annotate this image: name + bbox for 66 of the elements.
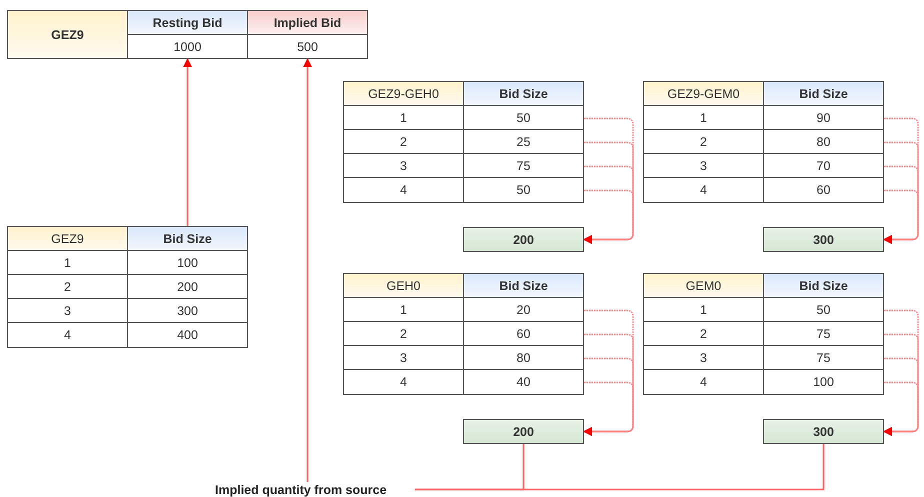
- table-cell: 2: [643, 321, 764, 347]
- table-cell: 100: [763, 369, 884, 395]
- table-cell: 70: [763, 153, 884, 179]
- table-cell: 4: [343, 369, 464, 395]
- column-header: Bid Size: [463, 273, 584, 299]
- table-cell: 3: [643, 153, 764, 179]
- table-cell: 100: [127, 250, 248, 276]
- table-cell: 1: [7, 250, 128, 276]
- total-cell: 300: [763, 227, 884, 252]
- dotted-arrow: [583, 382, 634, 436]
- table-cell: 80: [763, 129, 884, 155]
- table-cell: 3: [343, 345, 464, 371]
- header-cell: Resting Bid: [127, 10, 248, 35]
- total-cell: 200: [463, 227, 584, 252]
- table-cell: 80: [463, 345, 584, 371]
- dotted-arrow: [583, 190, 634, 244]
- table-cell: 2: [7, 274, 128, 300]
- table-cell: 60: [463, 321, 584, 347]
- column-header: Bid Size: [463, 81, 584, 107]
- table-cell: 1: [343, 105, 464, 131]
- value-cell: 500: [247, 34, 368, 59]
- column-header: GEZ9: [7, 226, 128, 252]
- column-header: Bid Size: [127, 226, 248, 252]
- table-cell: 2: [643, 129, 764, 155]
- table-cell: 2: [343, 129, 464, 155]
- table-cell: 50: [763, 297, 884, 323]
- caption-text: Implied quantity from source: [215, 482, 415, 497]
- table-cell: 200: [127, 274, 248, 300]
- table-cell: 40: [463, 369, 584, 395]
- total-cell: 200: [463, 419, 584, 444]
- table-cell: 4: [7, 322, 128, 348]
- arrow: [183, 58, 192, 227]
- table-cell: 75: [463, 153, 584, 179]
- table-cell: 20: [463, 297, 584, 323]
- column-header: Bid Size: [763, 273, 884, 299]
- table-cell: 75: [763, 321, 884, 347]
- column-header: GEM0: [643, 273, 764, 299]
- column-header: GEH0: [343, 273, 464, 299]
- column-header: GEZ9-GEH0: [343, 81, 464, 107]
- table-cell: 1: [643, 105, 764, 131]
- connector-line: [415, 444, 824, 490]
- table-cell: 90: [763, 105, 884, 131]
- table-cell: 3: [643, 345, 764, 371]
- total-cell: 300: [763, 419, 884, 444]
- column-header: Bid Size: [763, 81, 884, 107]
- table-cell: 1: [343, 297, 464, 323]
- table-cell: 3: [7, 298, 128, 324]
- header-cell: GEZ9: [7, 10, 128, 59]
- table-cell: 50: [463, 105, 584, 131]
- table-cell: 4: [643, 369, 764, 395]
- column-header: GEZ9-GEM0: [643, 81, 764, 107]
- table-cell: 2: [343, 321, 464, 347]
- table-cell: 50: [463, 177, 584, 203]
- table-cell: 25: [463, 129, 584, 155]
- table-cell: 3: [343, 153, 464, 179]
- table-cell: 60: [763, 177, 884, 203]
- table-cell: 400: [127, 322, 248, 348]
- arrow: [303, 58, 312, 482]
- header-cell: Implied Bid: [247, 10, 368, 35]
- dotted-arrow: [883, 190, 919, 244]
- table-cell: 300: [127, 298, 248, 324]
- dotted-arrow: [883, 382, 919, 436]
- table-cell: 4: [343, 177, 464, 203]
- table-cell: 75: [763, 345, 884, 371]
- table-cell: 4: [643, 177, 764, 203]
- table-cell: 1: [643, 297, 764, 323]
